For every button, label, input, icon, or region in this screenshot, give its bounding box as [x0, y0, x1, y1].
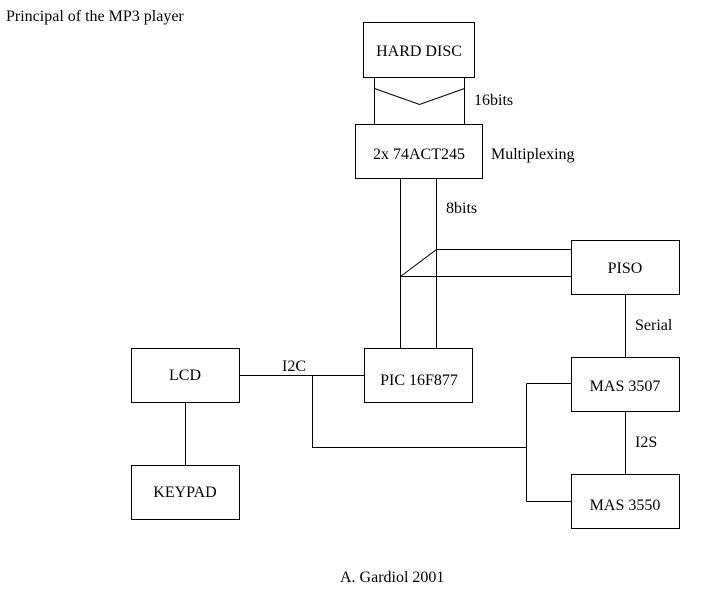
hard-disc-box — [363, 22, 475, 78]
buffer-label: 2x 74ACT245 — [373, 146, 465, 163]
lcd-label: LCD — [169, 367, 201, 384]
multiplexing-label: Multiplexing — [491, 146, 575, 163]
keypad-box — [131, 465, 240, 520]
mas3507-label: MAS 3507 — [590, 378, 661, 395]
piso-box — [571, 240, 680, 295]
pic-label: PIC 16F877 — [380, 372, 458, 389]
piso-label: PISO — [608, 260, 643, 277]
mas3550-label: MAS 3550 — [590, 497, 661, 514]
lcd-box — [131, 348, 240, 403]
pic-box — [364, 348, 473, 403]
mas3550-box — [571, 474, 680, 529]
i2s-label: I2S — [635, 434, 657, 451]
bus16-label: 16bits — [474, 92, 513, 109]
keypad-label: KEYPAD — [153, 484, 216, 501]
bus16-bracket — [374, 88, 465, 106]
i2c-drop-line — [312, 375, 527, 448]
diagram-title: Principal of the MP3 player — [6, 8, 184, 25]
hard-disc-label: HARD DISC — [376, 43, 462, 60]
i2c-label: I2C — [282, 358, 306, 375]
bus8-label: 8bits — [446, 200, 477, 217]
buffer-box — [355, 124, 483, 179]
mas3507-box — [571, 357, 680, 412]
author-credit: A. Gardiol 2001 — [340, 569, 445, 586]
piso-bus-diagonal — [400, 249, 437, 277]
serial-label: Serial — [635, 317, 673, 334]
